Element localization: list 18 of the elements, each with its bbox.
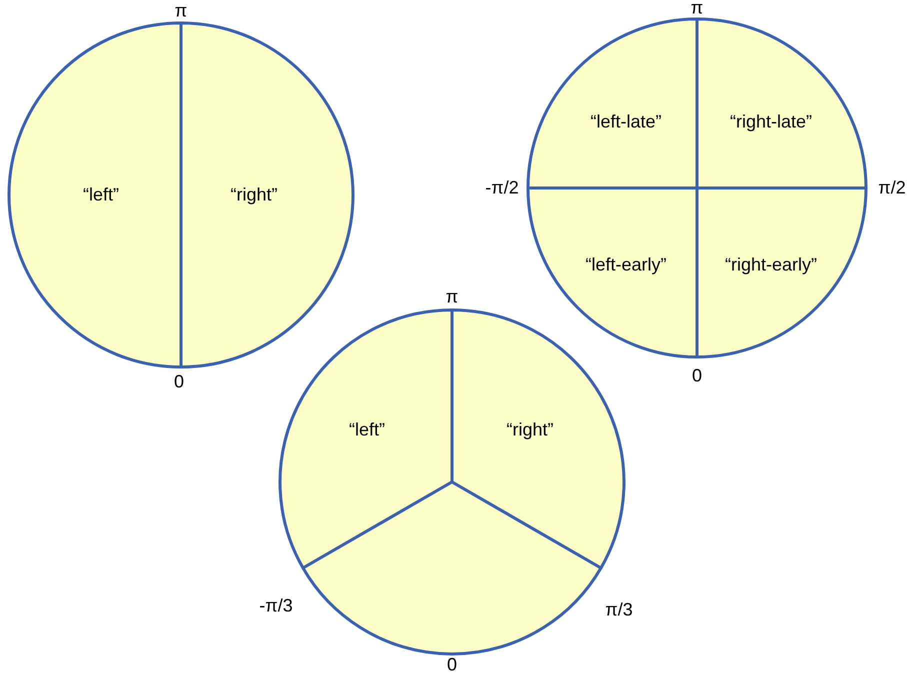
angle-label: 0 <box>447 654 457 676</box>
sector-label: “left-late” <box>590 112 662 132</box>
angle-label: 0 <box>174 372 184 392</box>
angle-label: π/3 <box>605 600 633 620</box>
sector-label: “left” <box>83 184 119 206</box>
sector-label: “left” <box>349 420 385 440</box>
angle-label: -π/3 <box>259 596 293 616</box>
angle-label: 0 <box>692 366 702 386</box>
sector-label: “right” <box>506 420 554 440</box>
sector-label: “right-early” <box>725 254 817 276</box>
sector-label: “right” <box>230 184 278 206</box>
angle-label: π <box>690 0 704 18</box>
angle-label: π <box>174 0 188 22</box>
angle-label: π <box>446 286 458 308</box>
angle-label: π/2 <box>878 178 906 198</box>
angle-label: -π/2 <box>485 178 519 198</box>
sector-label: “right-late” <box>730 112 812 132</box>
sector-label: “left-early” <box>586 254 666 276</box>
